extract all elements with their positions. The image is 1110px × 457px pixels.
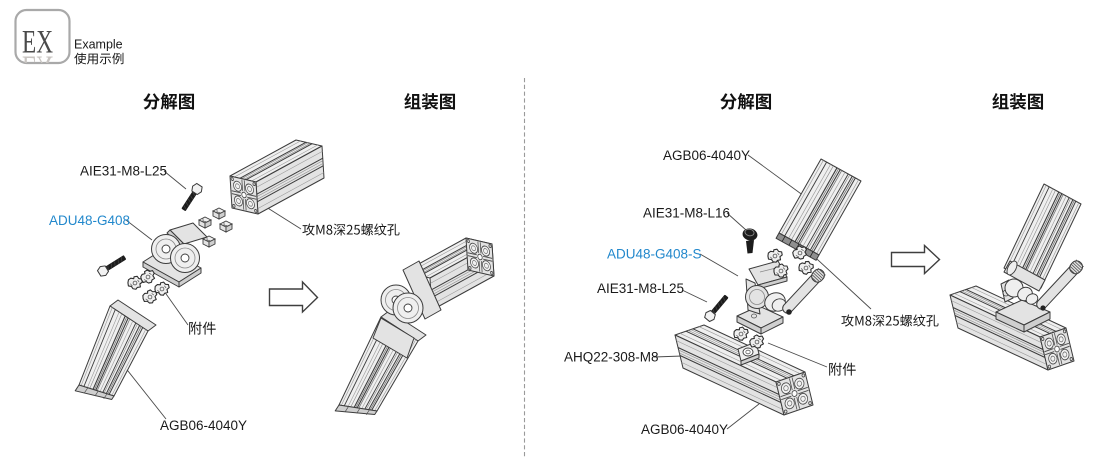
svg-text:ADU48-G408: ADU48-G408 bbox=[49, 213, 130, 228]
svg-text:EX: EX bbox=[22, 25, 53, 61]
svg-text:ADU48-G408-S: ADU48-G408-S bbox=[607, 247, 702, 262]
svg-text:Example: Example bbox=[74, 38, 123, 52]
svg-text:AIE31-M8-L16: AIE31-M8-L16 bbox=[643, 206, 730, 221]
svg-text:AGB06-4040Y: AGB06-4040Y bbox=[663, 148, 750, 163]
svg-text:EX: EX bbox=[22, 49, 53, 85]
svg-text:AIE31-M8-L25: AIE31-M8-L25 bbox=[597, 281, 684, 296]
svg-text:AGB06-4040Y: AGB06-4040Y bbox=[160, 418, 247, 433]
svg-text:AIE31-M8-L25: AIE31-M8-L25 bbox=[80, 164, 167, 179]
svg-text:AHQ22-308-M8: AHQ22-308-M8 bbox=[564, 350, 659, 365]
svg-text:AGB06-4040Y: AGB06-4040Y bbox=[641, 422, 728, 437]
